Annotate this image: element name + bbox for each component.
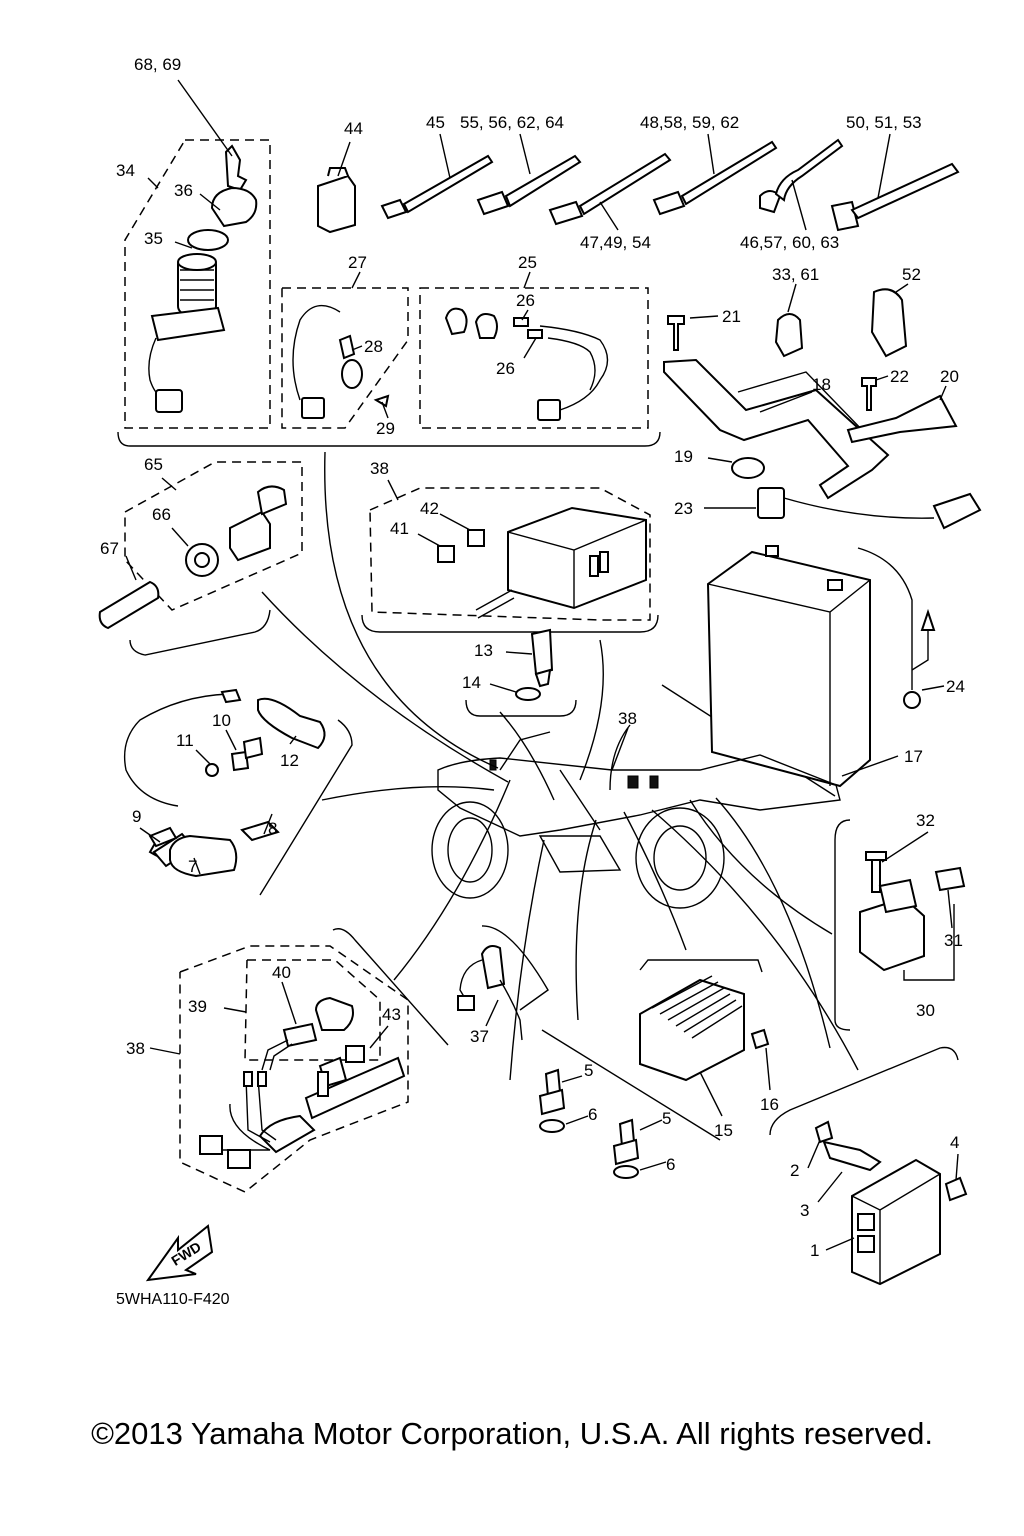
cdi-unit: [814, 1120, 968, 1286]
callout-39[interactable]: 39: [188, 997, 207, 1016]
callout-66[interactable]: 66: [152, 505, 171, 524]
callout-41[interactable]: 41: [390, 519, 409, 538]
fwd-arrow-icon: FWD: [145, 1224, 214, 1282]
callout-43[interactable]: 43: [382, 1005, 401, 1024]
callout-9[interactable]: 9: [132, 807, 141, 826]
callout-10[interactable]: 10: [212, 711, 231, 730]
callout-3[interactable]: 3: [800, 1201, 809, 1220]
callout-6-upper[interactable]: 6: [588, 1105, 597, 1124]
diagram-code: 5WHA110-F420: [116, 1291, 230, 1308]
callout-31[interactable]: 31: [944, 931, 963, 950]
callout-38-center[interactable]: 38: [618, 709, 637, 728]
callout-17[interactable]: 17: [904, 747, 923, 766]
callout-48-58-59-62[interactable]: 48,58, 59, 62: [640, 113, 739, 132]
callout-25[interactable]: 25: [518, 253, 537, 272]
callout-65[interactable]: 65: [144, 455, 163, 474]
callout-67[interactable]: 67: [100, 539, 119, 558]
callout-26-bottom[interactable]: 26: [496, 359, 515, 378]
callout-16[interactable]: 16: [760, 1095, 779, 1114]
ignition-coil: [123, 688, 326, 878]
rectifier-regulator: [538, 975, 770, 1179]
callout-50-51-53[interactable]: 50, 51, 53: [846, 113, 922, 132]
cable-ties: [317, 138, 960, 234]
leader-lines: [261, 451, 859, 1081]
callout-19[interactable]: 19: [674, 447, 693, 466]
callout-18[interactable]: 18: [812, 375, 831, 394]
callout-28[interactable]: 28: [364, 337, 383, 356]
callout-33-61[interactable]: 33, 61: [772, 265, 819, 284]
starter-relay: [859, 851, 966, 981]
callout-6-lower[interactable]: 6: [666, 1155, 675, 1174]
callout-30[interactable]: 30: [916, 1001, 935, 1020]
callout-52[interactable]: 52: [902, 265, 921, 284]
callout-24[interactable]: 24: [946, 677, 965, 696]
callout-37[interactable]: 37: [470, 1027, 489, 1046]
callout-36[interactable]: 36: [174, 181, 193, 200]
battery-bracket: [663, 288, 958, 500]
callout-7[interactable]: 7: [188, 857, 197, 876]
neutral-switch: [515, 628, 554, 701]
callout-leaders: [125, 79, 959, 1251]
sub-harnesses: [292, 304, 609, 421]
wire-harness-kit: [199, 996, 406, 1169]
callout-68-69[interactable]: 68, 69: [134, 55, 181, 74]
callout-5-lower[interactable]: 5: [662, 1109, 671, 1128]
callout-35[interactable]: 35: [144, 229, 163, 248]
callout-44[interactable]: 44: [344, 119, 363, 138]
callout-29[interactable]: 29: [376, 419, 395, 438]
fuse-box: [437, 506, 647, 619]
callout-38-fuse-box[interactable]: 38: [370, 459, 389, 478]
callout-13[interactable]: 13: [474, 641, 493, 660]
callout-40[interactable]: 40: [272, 963, 291, 982]
callout-47-49-54[interactable]: 47,49, 54: [580, 233, 651, 252]
callout-5-upper[interactable]: 5: [584, 1061, 593, 1080]
callout-38-harness[interactable]: 38: [126, 1039, 145, 1058]
callout-12[interactable]: 12: [280, 751, 299, 770]
callout-20[interactable]: 20: [940, 367, 959, 386]
callout-46-57-60-63[interactable]: 46,57, 60, 63: [740, 233, 839, 252]
callout-1[interactable]: 1: [810, 1241, 819, 1260]
callout-15[interactable]: 15: [714, 1121, 733, 1140]
copyright-notice: ©2013 Yamaha Motor Corporation, U.S.A. A…: [91, 1416, 933, 1451]
callout-14[interactable]: 14: [462, 673, 481, 692]
callout-21[interactable]: 21: [722, 307, 741, 326]
group-brackets: [117, 139, 959, 1193]
main-switch-kit: [148, 144, 258, 413]
callout-23[interactable]: 23: [674, 499, 693, 518]
callout-55-56-62-64[interactable]: 55, 56, 62, 64: [460, 113, 564, 132]
callout-34[interactable]: 34: [116, 161, 135, 180]
dc-socket-kit: [98, 485, 288, 630]
callout-32[interactable]: 32: [916, 811, 935, 830]
callout-27[interactable]: 27: [348, 253, 367, 272]
callout-8[interactable]: 8: [268, 819, 277, 838]
callout-11[interactable]: 11: [176, 731, 194, 750]
callout-42[interactable]: 42: [420, 499, 439, 518]
callout-22[interactable]: 22: [890, 367, 909, 386]
callout-4[interactable]: 4: [950, 1133, 959, 1152]
callout-26-top[interactable]: 26: [516, 291, 535, 310]
callout-45[interactable]: 45: [426, 113, 445, 132]
atv-silhouette: [431, 731, 841, 909]
sensor-37: [457, 945, 523, 1041]
callout-2[interactable]: 2: [790, 1161, 799, 1180]
battery: [704, 487, 982, 788]
callout-labels: 68, 69 34 36 35 44 45 55, 56, 62, 64 48,…: [100, 55, 965, 1308]
